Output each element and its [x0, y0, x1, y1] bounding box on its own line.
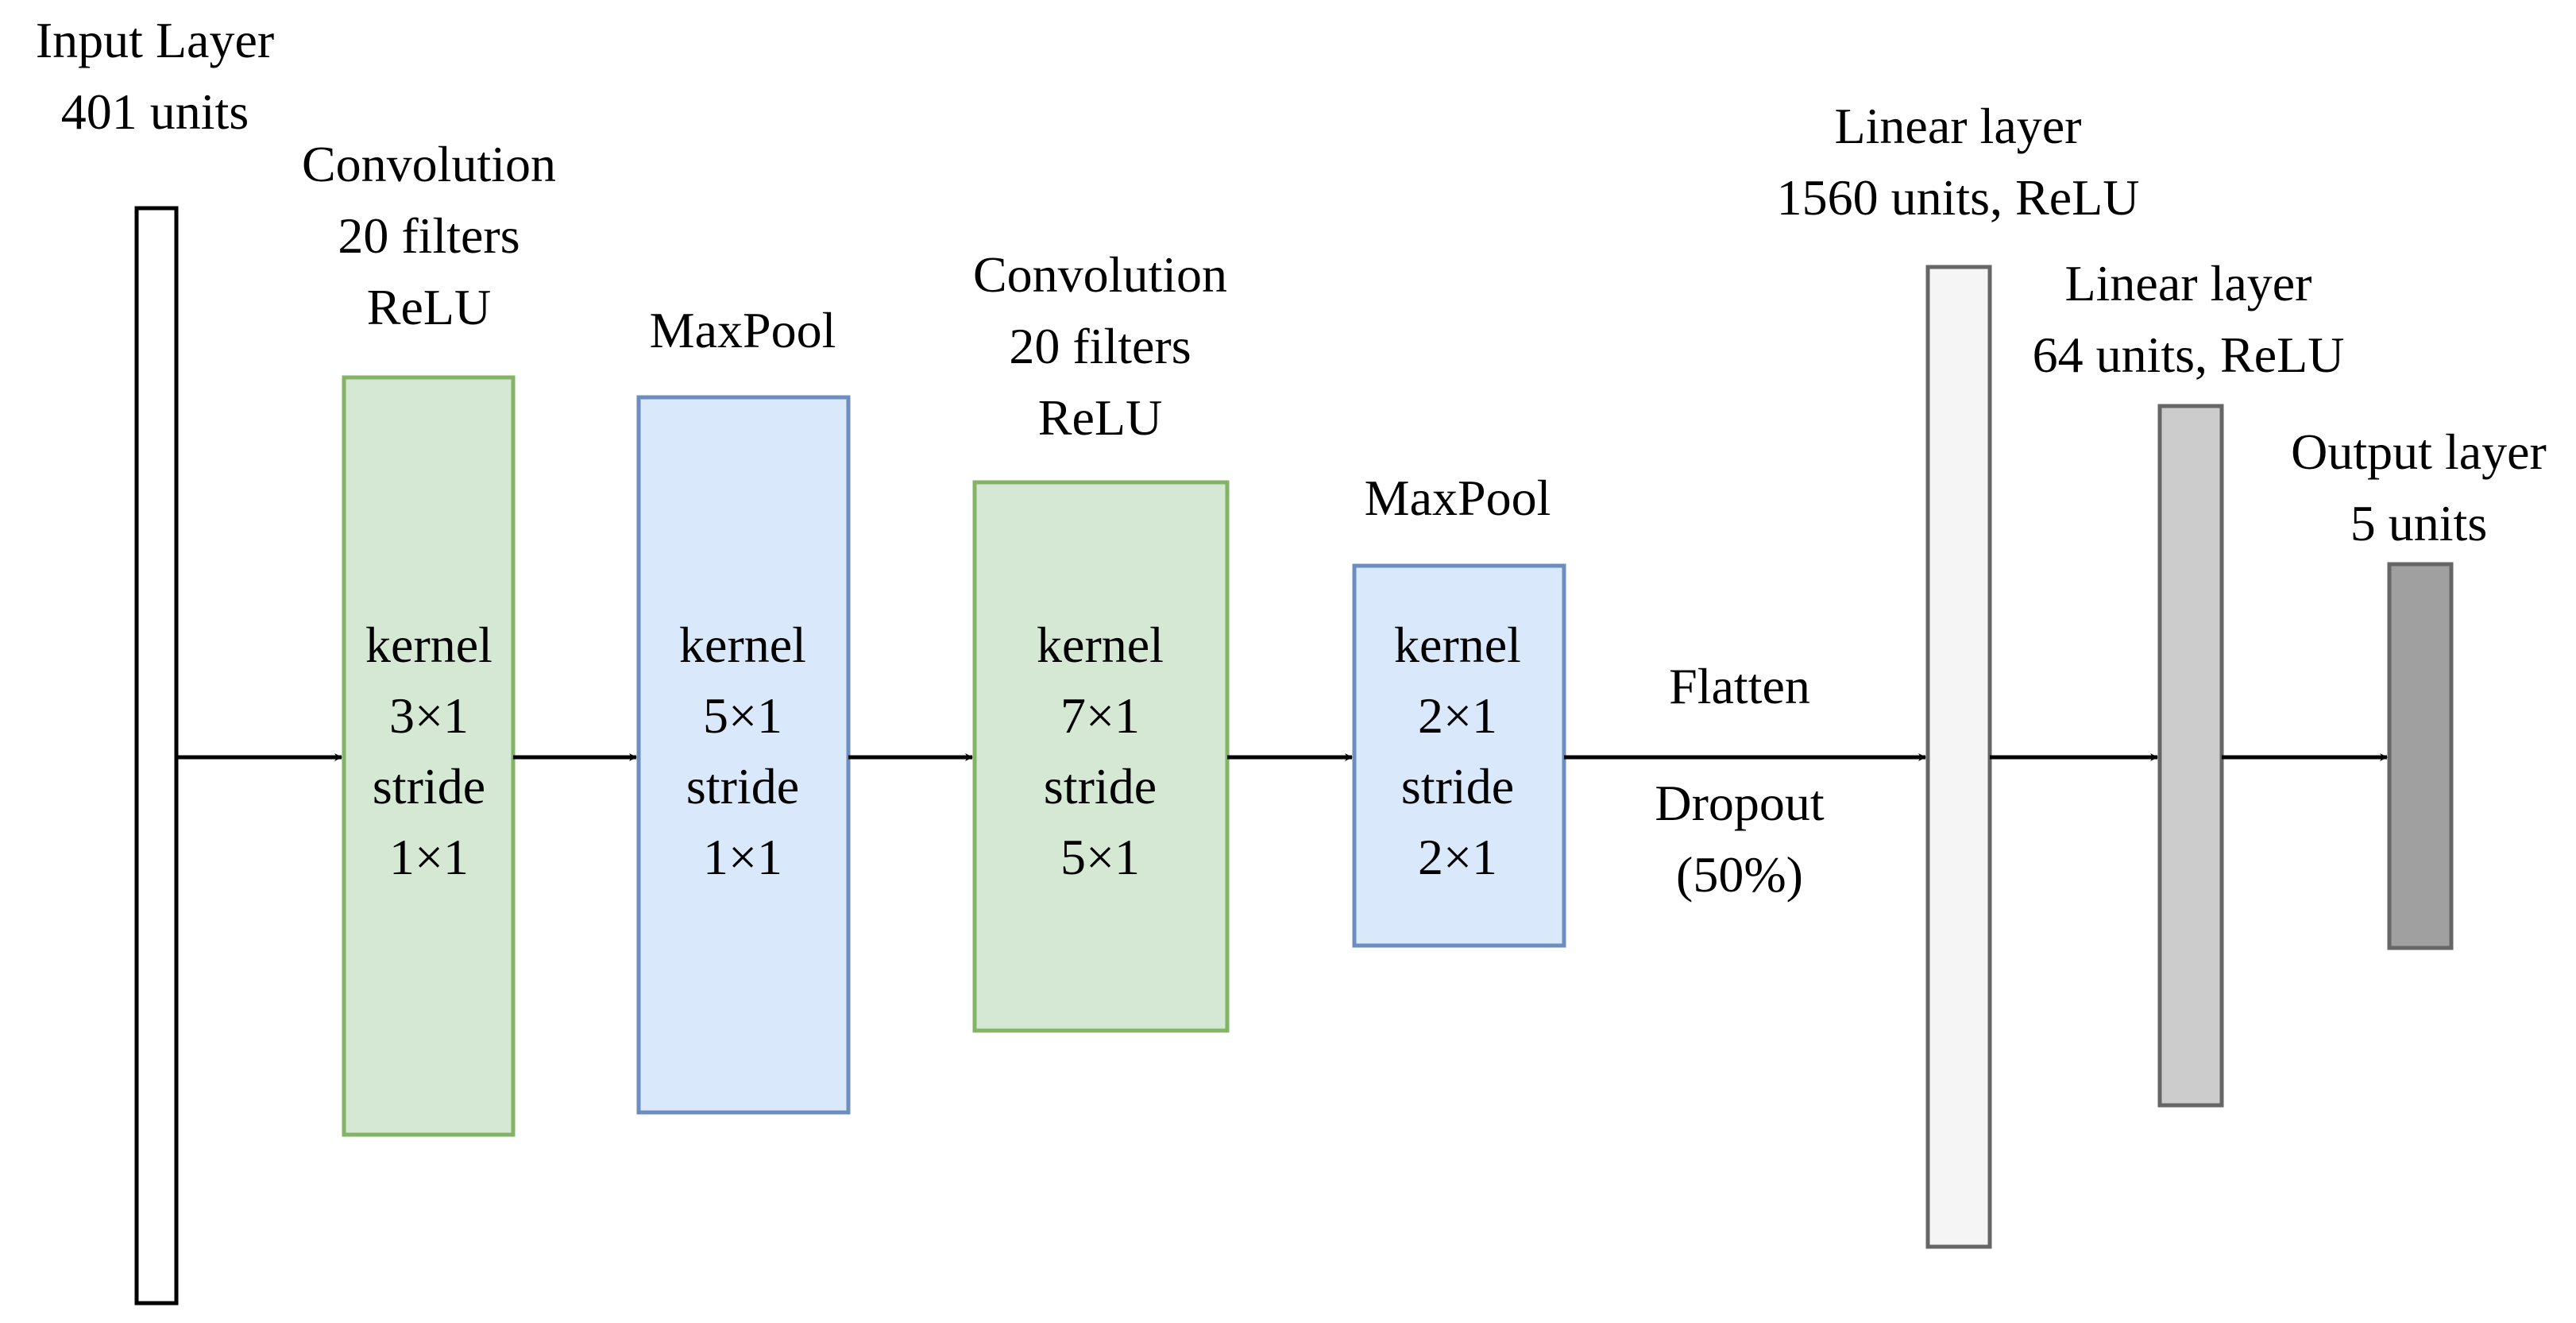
conv2-stride-value: 5×1 [1060, 829, 1140, 885]
linear2-units: 64 units, ReLU [2033, 327, 2345, 383]
linear2-block [2157, 404, 2224, 1108]
pool1-title: MaxPool [650, 302, 836, 358]
conv1-layer: Convolution 20 filters ReLU kernel 3×1 s… [302, 136, 556, 1137]
conv1-kernel-value: 3×1 [389, 687, 469, 744]
dropout-label: Dropout [1655, 775, 1825, 831]
conv1-title: Convolution [302, 136, 556, 192]
input-layer-units: 401 units [61, 83, 249, 140]
output-title: Output layer [2291, 424, 2547, 480]
pool1-layer: MaxPool kernel 5×1 stride 1×1 [636, 302, 851, 1115]
conv2-filters: 20 filters [1009, 318, 1191, 374]
pool2-stride-value: 2×1 [1418, 829, 1497, 885]
pool1-stride-label: stride [686, 758, 799, 814]
pool1-block [636, 395, 851, 1115]
conv1-kernel-label: kernel [365, 617, 492, 673]
pool1-kernel-label: kernel [679, 617, 806, 673]
input-layer-title: Input Layer [36, 12, 274, 68]
pool2-stride-label: stride [1401, 758, 1514, 814]
conv2-activation: ReLU [1038, 389, 1162, 446]
conv2-block [972, 480, 1230, 1033]
linear1-block [1925, 265, 1992, 1249]
output-block [2387, 562, 2454, 950]
flatten-dropout-labels: Flatten Dropout (50%) [1655, 658, 1825, 903]
pool1-stride-value: 1×1 [703, 829, 782, 885]
conv2-title: Convolution [973, 246, 1227, 303]
conv2-layer: Convolution 20 filters ReLU kernel 7×1 s… [972, 246, 1230, 1033]
pool2-title: MaxPool [1365, 470, 1551, 526]
pool2-kernel-label: kernel [1394, 617, 1521, 673]
conv2-kernel-value: 7×1 [1060, 687, 1140, 744]
conv1-block [342, 375, 516, 1137]
linear1-title: Linear layer [1835, 98, 2082, 154]
linear2-title: Linear layer [2065, 255, 2312, 311]
pool2-layer: MaxPool kernel 2×1 stride 2×1 [1352, 470, 1566, 948]
input-layer-block [134, 206, 179, 1306]
conv1-stride-value: 1×1 [389, 829, 469, 885]
conv1-activation: ReLU [367, 279, 491, 335]
pool1-kernel-value: 5×1 [703, 687, 782, 744]
conv1-stride-label: stride [373, 758, 485, 814]
input-layer: Input Layer 401 units [36, 12, 274, 1306]
dropout-rate-label: (50%) [1676, 846, 1803, 903]
linear1-units: 1560 units, ReLU [1777, 169, 2140, 226]
conv2-stride-label: stride [1044, 758, 1157, 814]
pool2-kernel-value: 2×1 [1418, 687, 1497, 744]
conv1-filters: 20 filters [338, 207, 519, 264]
output-units: 5 units [2350, 495, 2487, 551]
linear2-layer: Linear layer 64 units, ReLU [2033, 255, 2345, 1108]
output-layer: Output layer 5 units [2291, 424, 2547, 950]
conv2-kernel-label: kernel [1037, 617, 1164, 673]
flatten-label: Flatten [1669, 658, 1810, 714]
pool2-block [1352, 563, 1566, 948]
